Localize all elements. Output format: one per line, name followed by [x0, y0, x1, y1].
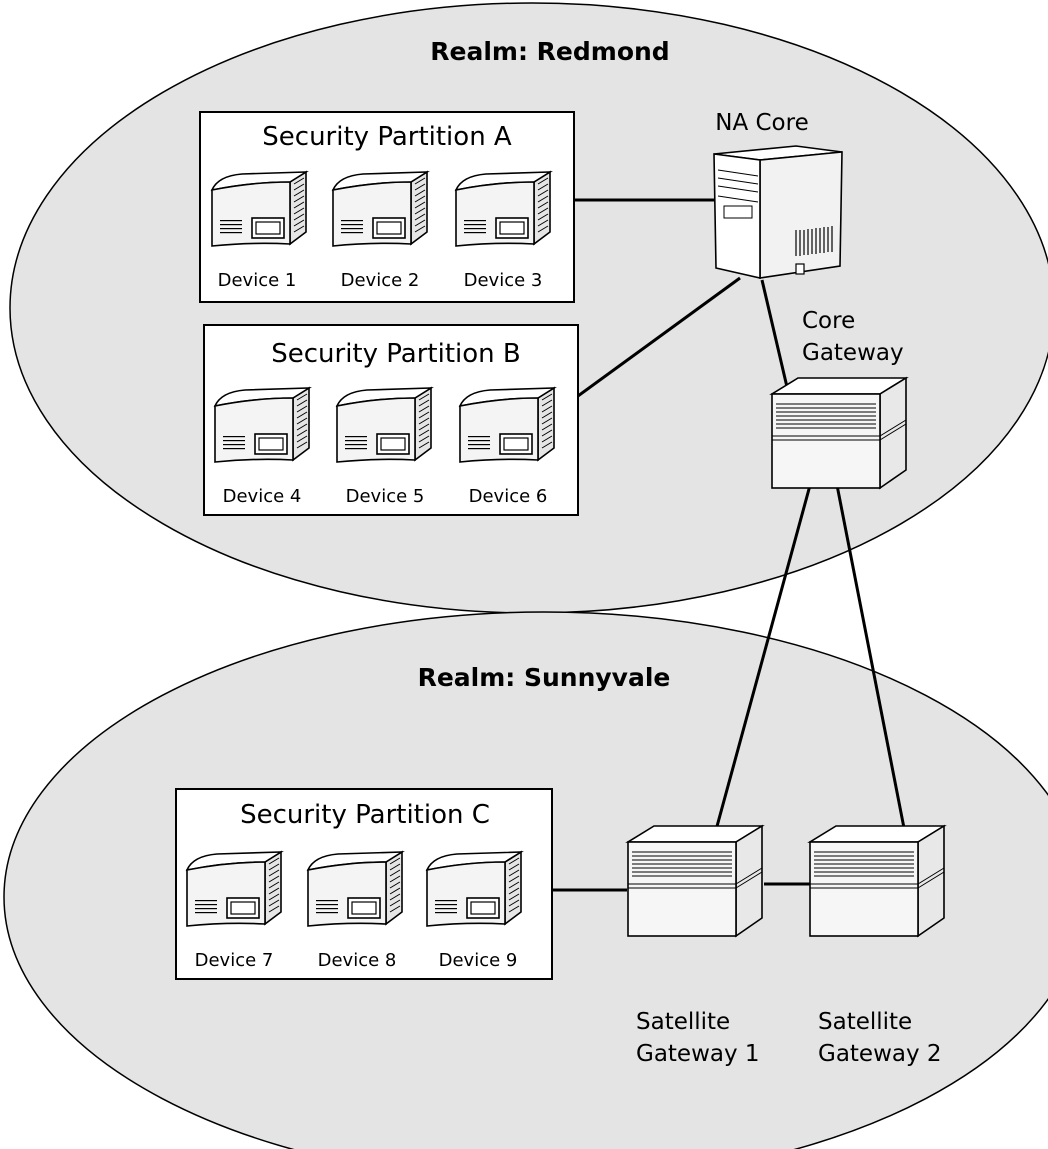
realm-redmond-title: Realm: Redmond: [430, 37, 669, 66]
device-7-icon: [186, 851, 282, 927]
link-device6-na-core: [555, 276, 741, 414]
device-7-label: Device 7: [195, 950, 274, 971]
device-1-icon: [211, 171, 307, 247]
realm-sunnyvale-title: Realm: Sunnyvale: [418, 663, 671, 692]
security-partition-a: Security Partition A Device 1 Device 2 D…: [199, 111, 575, 303]
device-3-icon: [455, 171, 551, 247]
device-6-label: Device 6: [469, 486, 548, 507]
na-core-server-icon: [713, 145, 843, 280]
core-gateway-label-line2: Gateway: [802, 340, 904, 366]
link-core-gateway-satellite-1: [714, 477, 814, 831]
link-core-gateway-satellite-2: [834, 479, 906, 829]
satellite-gateway-1-label-line1: Satellite: [636, 1009, 730, 1035]
partition-c-title: Security Partition C: [240, 800, 490, 830]
na-core-label: NA Core: [715, 110, 808, 136]
device-8-label: Device 8: [318, 950, 397, 971]
device-6-icon: [459, 387, 555, 463]
satellite-gateway-2-label-line1: Satellite: [818, 1009, 912, 1035]
satellite-gateway-2-label-line2: Gateway 2: [818, 1041, 942, 1067]
partition-b-title: Security Partition B: [271, 339, 521, 369]
device-9-label: Device 9: [439, 950, 518, 971]
satellite-gateway-2-icon: [809, 825, 945, 937]
device-5-label: Device 5: [346, 486, 425, 507]
device-1-label: Device 1: [218, 270, 297, 291]
partition-a-title: Security Partition A: [262, 122, 512, 152]
core-gateway-icon: [771, 377, 907, 489]
satellite-gateway-1-label-line2: Gateway 1: [636, 1041, 760, 1067]
realm-redmond-area: [9, 2, 1048, 614]
device-2-icon: [332, 171, 428, 247]
device-4-label: Device 4: [223, 486, 302, 507]
device-9-icon: [426, 851, 522, 927]
device-3-label: Device 3: [464, 270, 543, 291]
security-partition-b: Security Partition B Device 4 Device 5 D…: [203, 324, 579, 516]
device-2-label: Device 2: [341, 270, 420, 291]
satellite-gateway-1-icon: [627, 825, 763, 937]
security-partition-c: Security Partition C Device 7 Device 8 D…: [175, 788, 553, 980]
link-na-core-core-gateway: [760, 279, 789, 388]
core-gateway-label-line1: Core: [802, 308, 855, 334]
device-4-icon: [214, 387, 310, 463]
network-links: [520, 198, 906, 892]
device-8-icon: [307, 851, 403, 927]
device-5-icon: [336, 387, 432, 463]
